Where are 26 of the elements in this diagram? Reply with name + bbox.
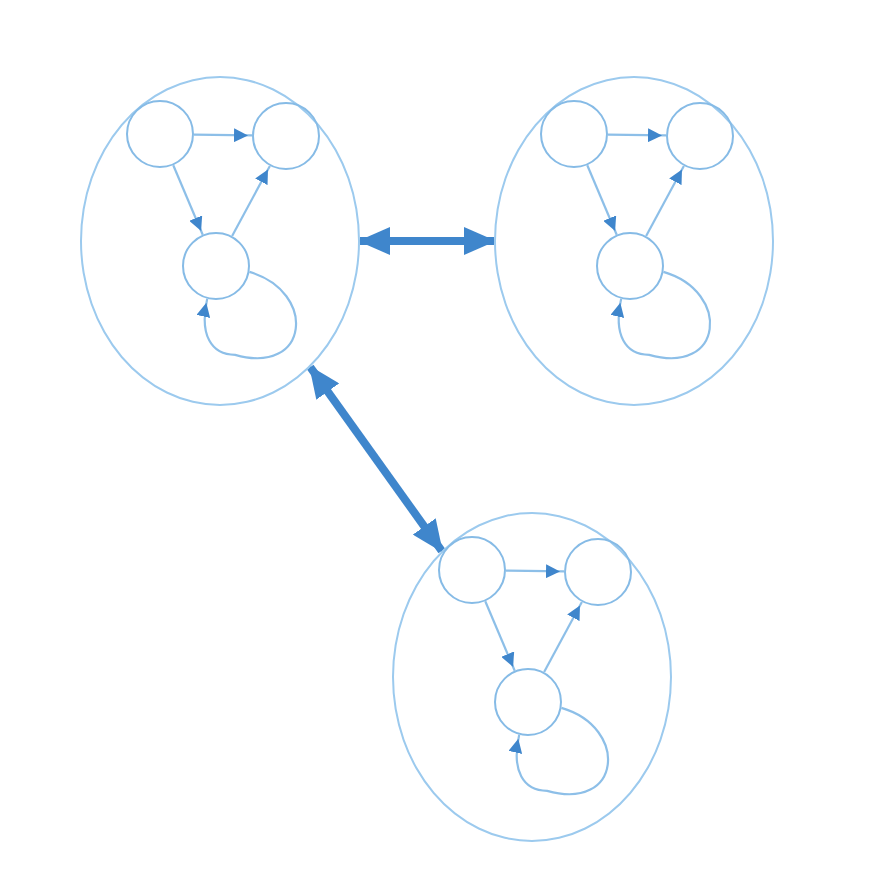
state-circle	[181, 231, 250, 300]
state-circle	[539, 99, 608, 168]
transition-arrow	[506, 564, 564, 579]
state-group-ellipse	[392, 512, 672, 842]
transition-arrow	[608, 128, 666, 143]
transition-arrow	[194, 128, 252, 143]
state-circle	[563, 537, 632, 606]
transition-arrow	[197, 270, 297, 360]
state-group-ellipse	[494, 76, 774, 406]
transition-arrow	[645, 165, 685, 237]
transition-arrow	[231, 165, 271, 237]
state-circle	[125, 99, 194, 168]
double-arrow	[358, 227, 496, 255]
state-circle	[595, 231, 664, 300]
transition-arrow	[611, 270, 711, 360]
state-circle	[665, 101, 734, 170]
transition-arrow	[509, 706, 609, 796]
transition-arrow	[543, 601, 583, 673]
double-arrow	[307, 364, 445, 554]
state-group-ellipse	[80, 76, 360, 406]
transition-arrow	[586, 164, 618, 236]
transition-arrow	[172, 164, 204, 236]
state-circle	[437, 535, 506, 604]
state-circle	[493, 667, 562, 736]
transition-arrow	[484, 600, 516, 672]
state-circle	[251, 101, 320, 170]
